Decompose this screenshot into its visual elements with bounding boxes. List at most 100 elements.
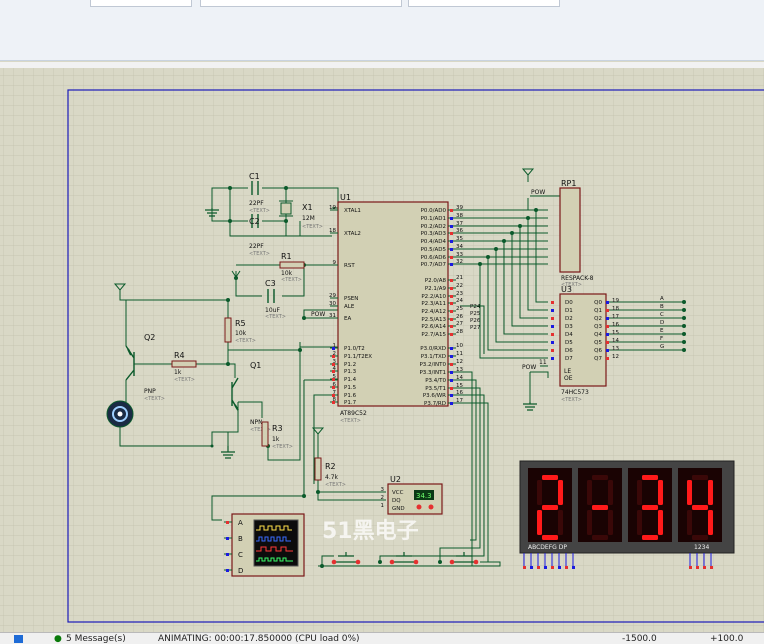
r5-ref: R5: [235, 319, 246, 328]
pin-state-indicator: [450, 295, 453, 298]
pin-state-indicator: [530, 566, 533, 569]
pin-state-indicator: [703, 566, 706, 569]
u3-part: 74HC573: [561, 389, 589, 396]
u1-pin-number: 37: [456, 221, 463, 227]
push-button-2[interactable]: [389, 552, 419, 565]
crystal-x1[interactable]: X1 12M <TEXT>: [279, 200, 323, 230]
schematic-canvas[interactable]: C1 22PF <TEXT> C2 22PF <TEXT> X1 12M <TE…: [0, 68, 764, 632]
pin-state-indicator: [710, 566, 713, 569]
transistor-q1[interactable]: Q1 NPN <TEXT>: [231, 361, 271, 433]
display-pins: [523, 553, 713, 569]
coord-y: +100.0: [710, 634, 744, 644]
resistor-r5[interactable]: R5 10k <TEXT>: [224, 317, 256, 344]
u1-pin-name: P1.2: [344, 362, 356, 368]
motor-icon[interactable]: [106, 400, 134, 428]
resistor-r2[interactable]: R2 4.7k <TEXT>: [314, 457, 346, 488]
u3-q-pin: Q3: [594, 324, 602, 330]
pin-state-indicator: [450, 325, 453, 328]
u1-pin-name: P0.4/AD4: [421, 239, 447, 245]
toolbar-field[interactable]: [408, 0, 560, 7]
u1-pin-name: P3.1/TXD: [421, 354, 446, 360]
pin-state-indicator: [450, 363, 453, 366]
u1-pin-name: P2.7/A15: [421, 332, 446, 338]
u1-pin-name: P2.4/A12: [421, 309, 446, 315]
pin-state-indicator: [551, 317, 554, 320]
respack-rp1[interactable]: RP1 RESPACK-8 <TEXT> POW: [531, 179, 594, 288]
u1-pin-number: 14: [456, 375, 463, 381]
ground-symbol: [205, 208, 537, 459]
u1-pin-number: 29: [329, 293, 336, 299]
status-play-icon[interactable]: [14, 635, 23, 643]
capacitor-c2[interactable]: C2 22PF <TEXT>: [249, 214, 270, 257]
u3-d-pin: D4: [565, 332, 573, 338]
segment-g: [692, 505, 708, 510]
u3-oe-num: 11: [539, 359, 547, 366]
u3-q-pin: Q2: [594, 316, 602, 322]
pin-state-indicator: [551, 333, 554, 336]
text-placeholder: <TEXT>: [325, 482, 346, 488]
pin-state-indicator: [551, 301, 554, 304]
capacitor-c3[interactable]: C3 10uF <TEXT>: [265, 279, 286, 320]
r3-value: 1k: [272, 436, 280, 443]
u1-pin-name: P1.5: [344, 385, 357, 391]
u2-ref: U2: [390, 475, 401, 484]
text-placeholder: <TEXT>: [281, 277, 302, 283]
toolbar-field[interactable]: [200, 0, 402, 7]
power-terminal: [113, 168, 535, 443]
u1-pin-name: ALE: [344, 304, 355, 310]
transistor-q2[interactable]: Q2 PNP <TEXT>: [125, 333, 165, 402]
u1-pin-name: P0.3/AD3: [421, 231, 447, 237]
u1-pin-number: 7: [333, 390, 337, 396]
u1-pin-number: 9: [333, 260, 337, 266]
messages-count[interactable]: 5 Message(s): [66, 634, 126, 644]
segment-f: [687, 480, 692, 505]
capacitor-c1[interactable]: C1 22PF <TEXT>: [249, 172, 270, 214]
u3-d-pin: D3: [565, 324, 573, 330]
segment-e: [587, 510, 592, 535]
u1-pin-name: P2.2/A10: [421, 294, 446, 300]
u1-pin-name: P1.4: [344, 377, 357, 383]
u1-pin-name: PSEN: [344, 296, 358, 302]
u1-pin-number: 24: [456, 298, 463, 304]
pin-state-indicator: [332, 401, 335, 404]
resistor-r4[interactable]: R4 1k <TEXT>: [171, 351, 197, 383]
u1-pin-number: 4: [333, 366, 337, 372]
segment-b: [658, 480, 663, 505]
u1-pin-number: 31: [329, 313, 336, 319]
u2-pin-name: VCC: [392, 490, 404, 496]
segment-f: [537, 480, 542, 505]
pin-state-indicator: [450, 287, 453, 290]
scope-channel-label: D: [238, 567, 243, 575]
display-right-label: 1234: [694, 544, 709, 551]
pin-state-indicator: [696, 566, 699, 569]
pin-state-indicator: [606, 357, 609, 360]
toolbar-field[interactable]: [90, 0, 192, 7]
segment-c: [558, 510, 563, 535]
pin-state-indicator: [450, 225, 453, 228]
segment-net-label: E: [660, 328, 664, 334]
segment-d: [642, 535, 658, 540]
u1-pin-name: P0.2/AD2: [421, 224, 446, 230]
segment-c: [608, 510, 613, 535]
u1-part: AT89C52: [340, 410, 367, 417]
u3-pin-number: 18: [612, 306, 619, 312]
pin-state-indicator: [606, 333, 609, 336]
pin-state-indicator: [226, 521, 229, 524]
pin-state-indicator: [450, 387, 453, 390]
resistor-r3[interactable]: R3 1k <TEXT>: [261, 421, 293, 450]
seven-segment-display[interactable]: ABCDEFG DP 1234: [519, 460, 735, 569]
u3-d-pin: D1: [565, 308, 573, 314]
u3-q-pin: Q7: [594, 356, 602, 362]
segment-net-label: B: [660, 304, 664, 310]
push-button-1[interactable]: [331, 552, 361, 565]
p2-net-label: P27: [470, 325, 481, 331]
pin-state-indicator: [551, 357, 554, 360]
oscilloscope[interactable]: ABCD: [224, 513, 305, 577]
resistor-r1[interactable]: R1 10k <TEXT>: [279, 252, 305, 283]
push-button-3[interactable]: [449, 552, 479, 565]
